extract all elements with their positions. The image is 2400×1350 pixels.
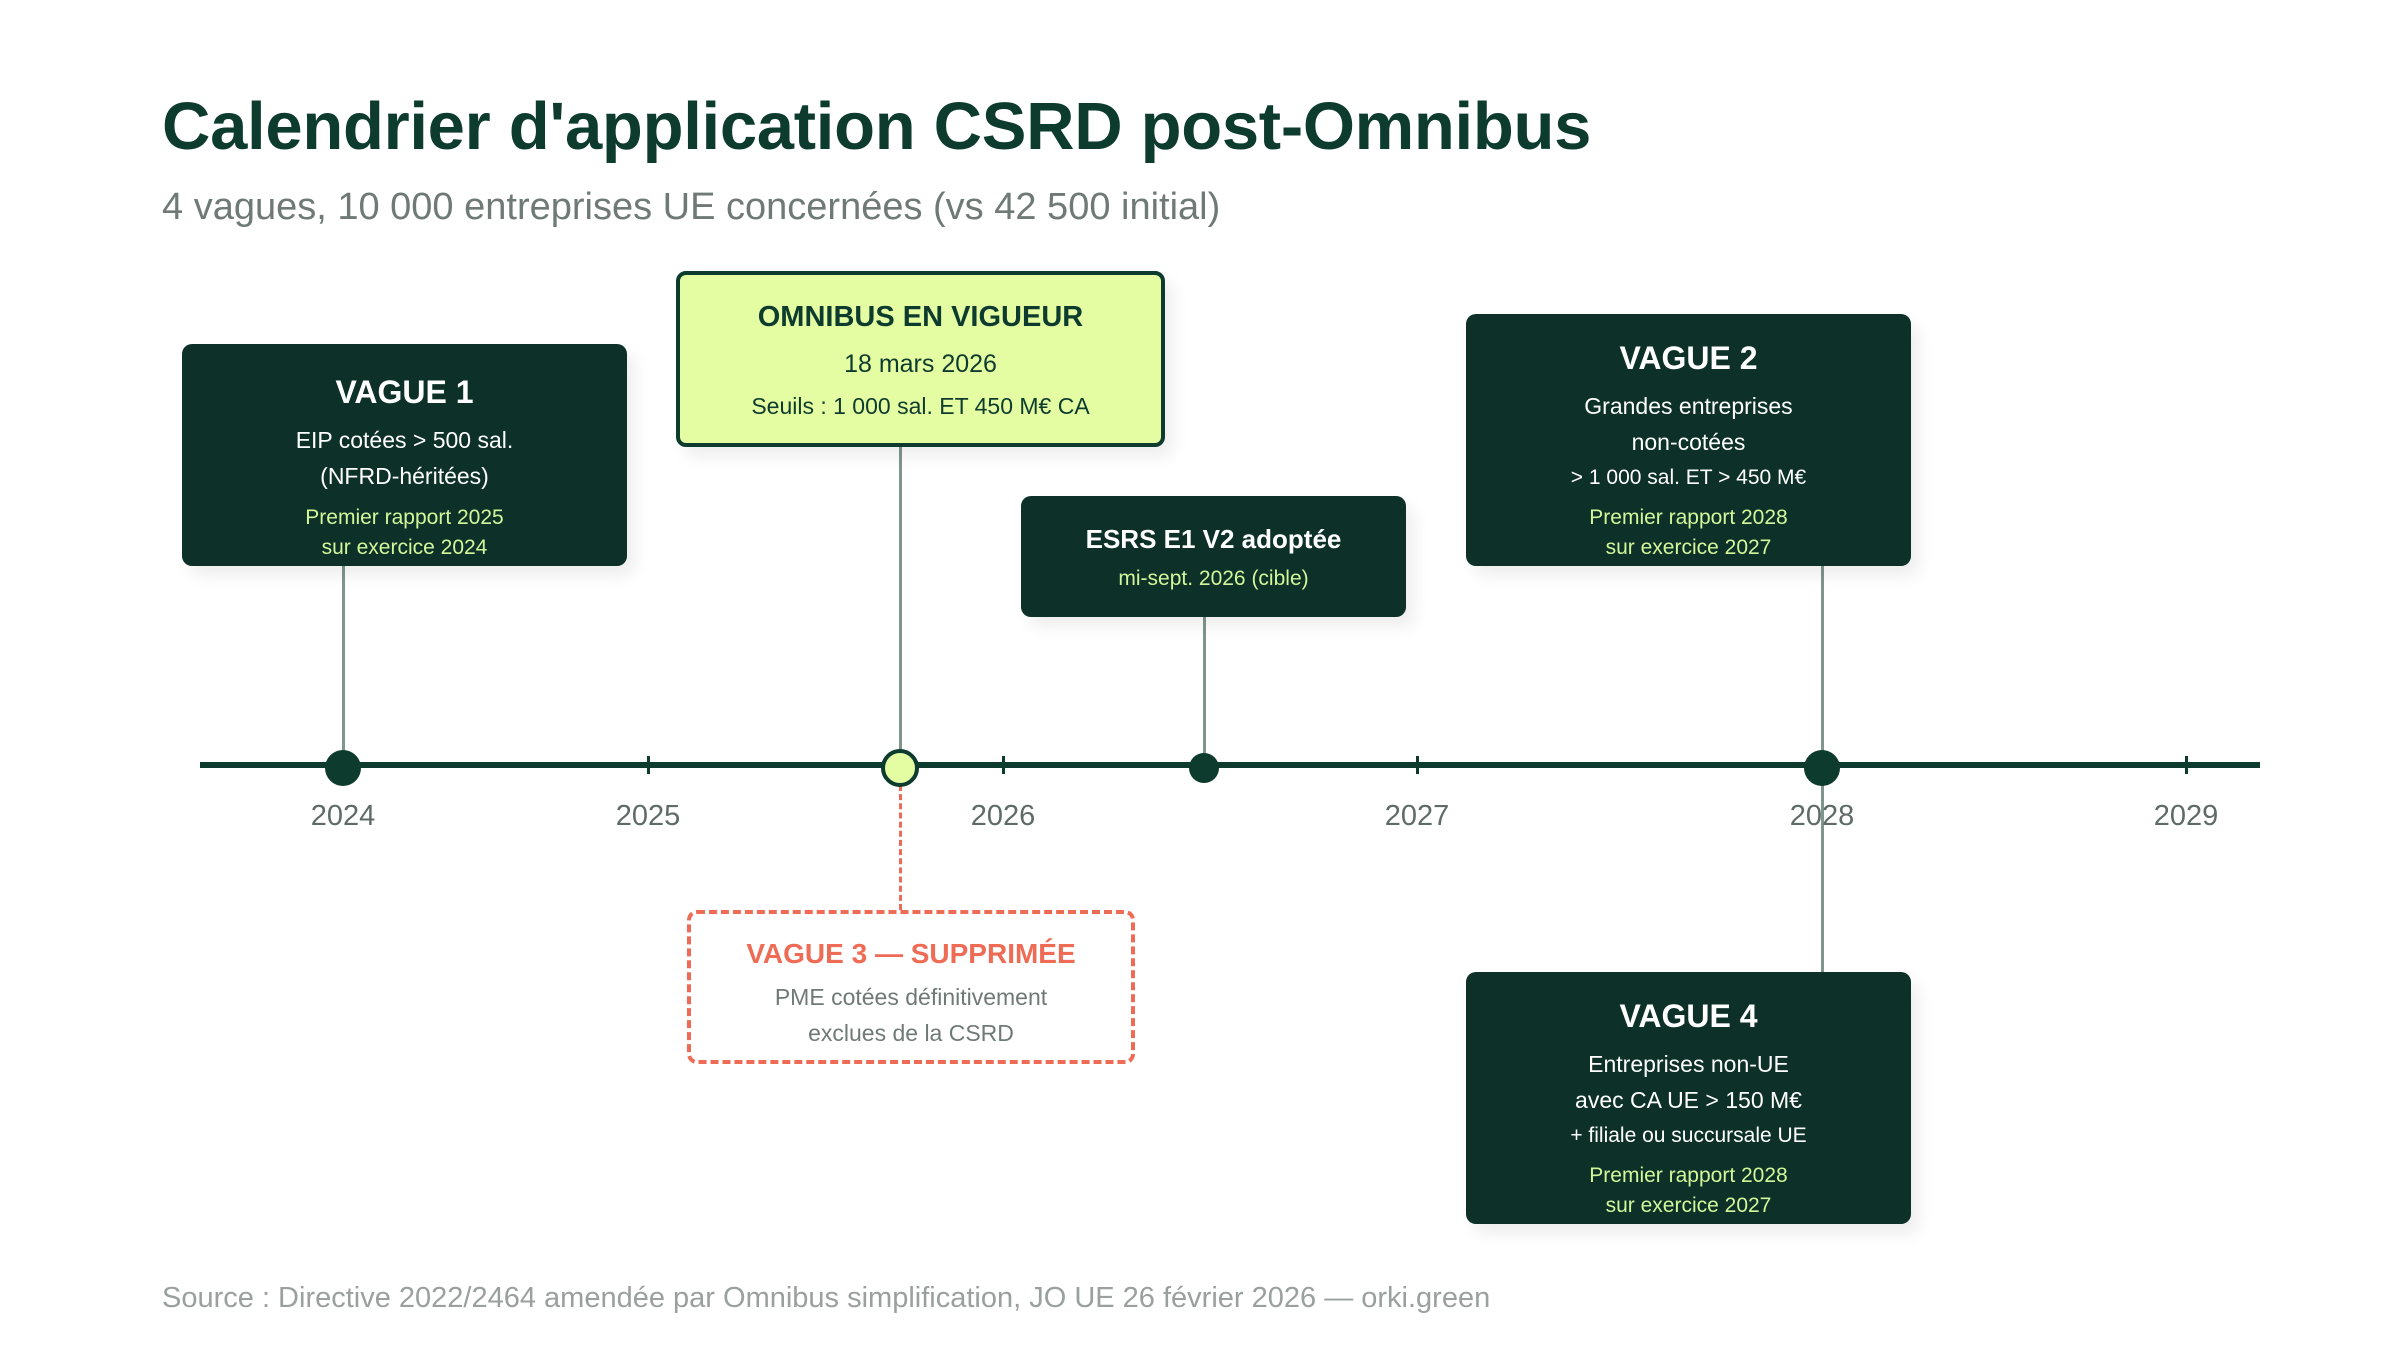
- tick-2027: [1415, 756, 1419, 774]
- event-card-vague2: VAGUE 2 Grandes entreprises non-cotées >…: [1466, 314, 1911, 566]
- event-text: Grandes entreprises: [1584, 393, 1793, 419]
- event-note: sur exercice 2027: [1605, 536, 1772, 559]
- tick-2025: [646, 756, 650, 774]
- connector-vague3-dashed: [898, 785, 902, 910]
- year-label-2026: 2026: [970, 800, 1036, 832]
- connector-esrs: [1202, 616, 1206, 765]
- year-label-2025: 2025: [615, 800, 681, 832]
- year-label-2024: 2024: [310, 800, 376, 832]
- year-label-2029: 2029: [2153, 800, 2219, 832]
- event-card-vague3-removed: VAGUE 3 — SUPPRIMÉE PME cotées définitiv…: [687, 910, 1135, 1064]
- event-text: + filiale ou succursale UE: [1570, 1124, 1807, 1147]
- event-card-esrs: ESRS E1 V2 adoptée mi-sept. 2026 (cible): [1021, 496, 1406, 617]
- event-note: mi-sept. 2026 (cible): [1118, 567, 1309, 590]
- event-text: Entreprises non-UE: [1588, 1051, 1789, 1077]
- event-text: non-cotées: [1631, 429, 1746, 455]
- connector-omnibus: [898, 446, 902, 765]
- event-text: avec CA UE > 150 M€: [1575, 1087, 1802, 1113]
- source-note: Source : Directive 2022/2464 amendée par…: [162, 1282, 1491, 1314]
- event-title: VAGUE 4: [1619, 998, 1758, 1034]
- event-text: Seuils : 1 000 sal. ET 450 M€ CA: [751, 393, 1090, 419]
- event-note: sur exercice 2024: [321, 536, 488, 559]
- event-title: VAGUE 3 — SUPPRIMÉE: [746, 938, 1076, 969]
- event-text: EIP cotées > 500 sal.: [295, 427, 514, 453]
- event-note: sur exercice 2027: [1605, 1194, 1772, 1217]
- event-note: Premier rapport 2025: [305, 506, 504, 529]
- event-title: VAGUE 1: [335, 374, 474, 410]
- event-date: 18 mars 2026: [844, 350, 997, 378]
- event-note: Premier rapport 2028: [1589, 1164, 1788, 1187]
- event-card-omnibus: OMNIBUS EN VIGUEUR 18 mars 2026 Seuils :…: [676, 271, 1165, 447]
- tick-2026: [1001, 756, 1005, 774]
- event-text: (NFRD-héritées): [320, 463, 489, 489]
- event-note: Premier rapport 2028: [1589, 506, 1788, 529]
- event-title: OMNIBUS EN VIGUEUR: [757, 301, 1084, 333]
- connector-vague4: [1820, 765, 1824, 975]
- timeline-axis: [200, 762, 2260, 768]
- tick-2029: [2184, 756, 2188, 774]
- connector-vague2: [1820, 565, 1824, 765]
- page-subtitle: 4 vagues, 10 000 entreprises UE concerné…: [162, 186, 1221, 228]
- event-text: exclues de la CSRD: [808, 1020, 1014, 1046]
- event-text: > 1 000 sal. ET > 450 M€: [1570, 466, 1807, 489]
- event-title: ESRS E1 V2 adoptée: [1085, 524, 1342, 554]
- connector-vague1: [341, 565, 345, 765]
- milestone-dot-esrs: [1189, 753, 1219, 783]
- year-label-2027: 2027: [1384, 800, 1450, 832]
- milestone-dot-vague2-vague4: [1804, 750, 1840, 786]
- page-title: Calendrier d'application CSRD post-Omnib…: [162, 89, 1592, 164]
- event-card-vague1: VAGUE 1 EIP cotées > 500 sal. (NFRD-héri…: [182, 344, 627, 566]
- event-card-vague4: VAGUE 4 Entreprises non-UE avec CA UE > …: [1466, 972, 1911, 1224]
- year-label-2028: 2028: [1789, 800, 1855, 832]
- event-text: PME cotées définitivement: [774, 984, 1048, 1010]
- event-title: VAGUE 2: [1619, 340, 1758, 376]
- milestone-dot-vague1: [325, 750, 361, 786]
- milestone-dot-omnibus: [881, 749, 919, 787]
